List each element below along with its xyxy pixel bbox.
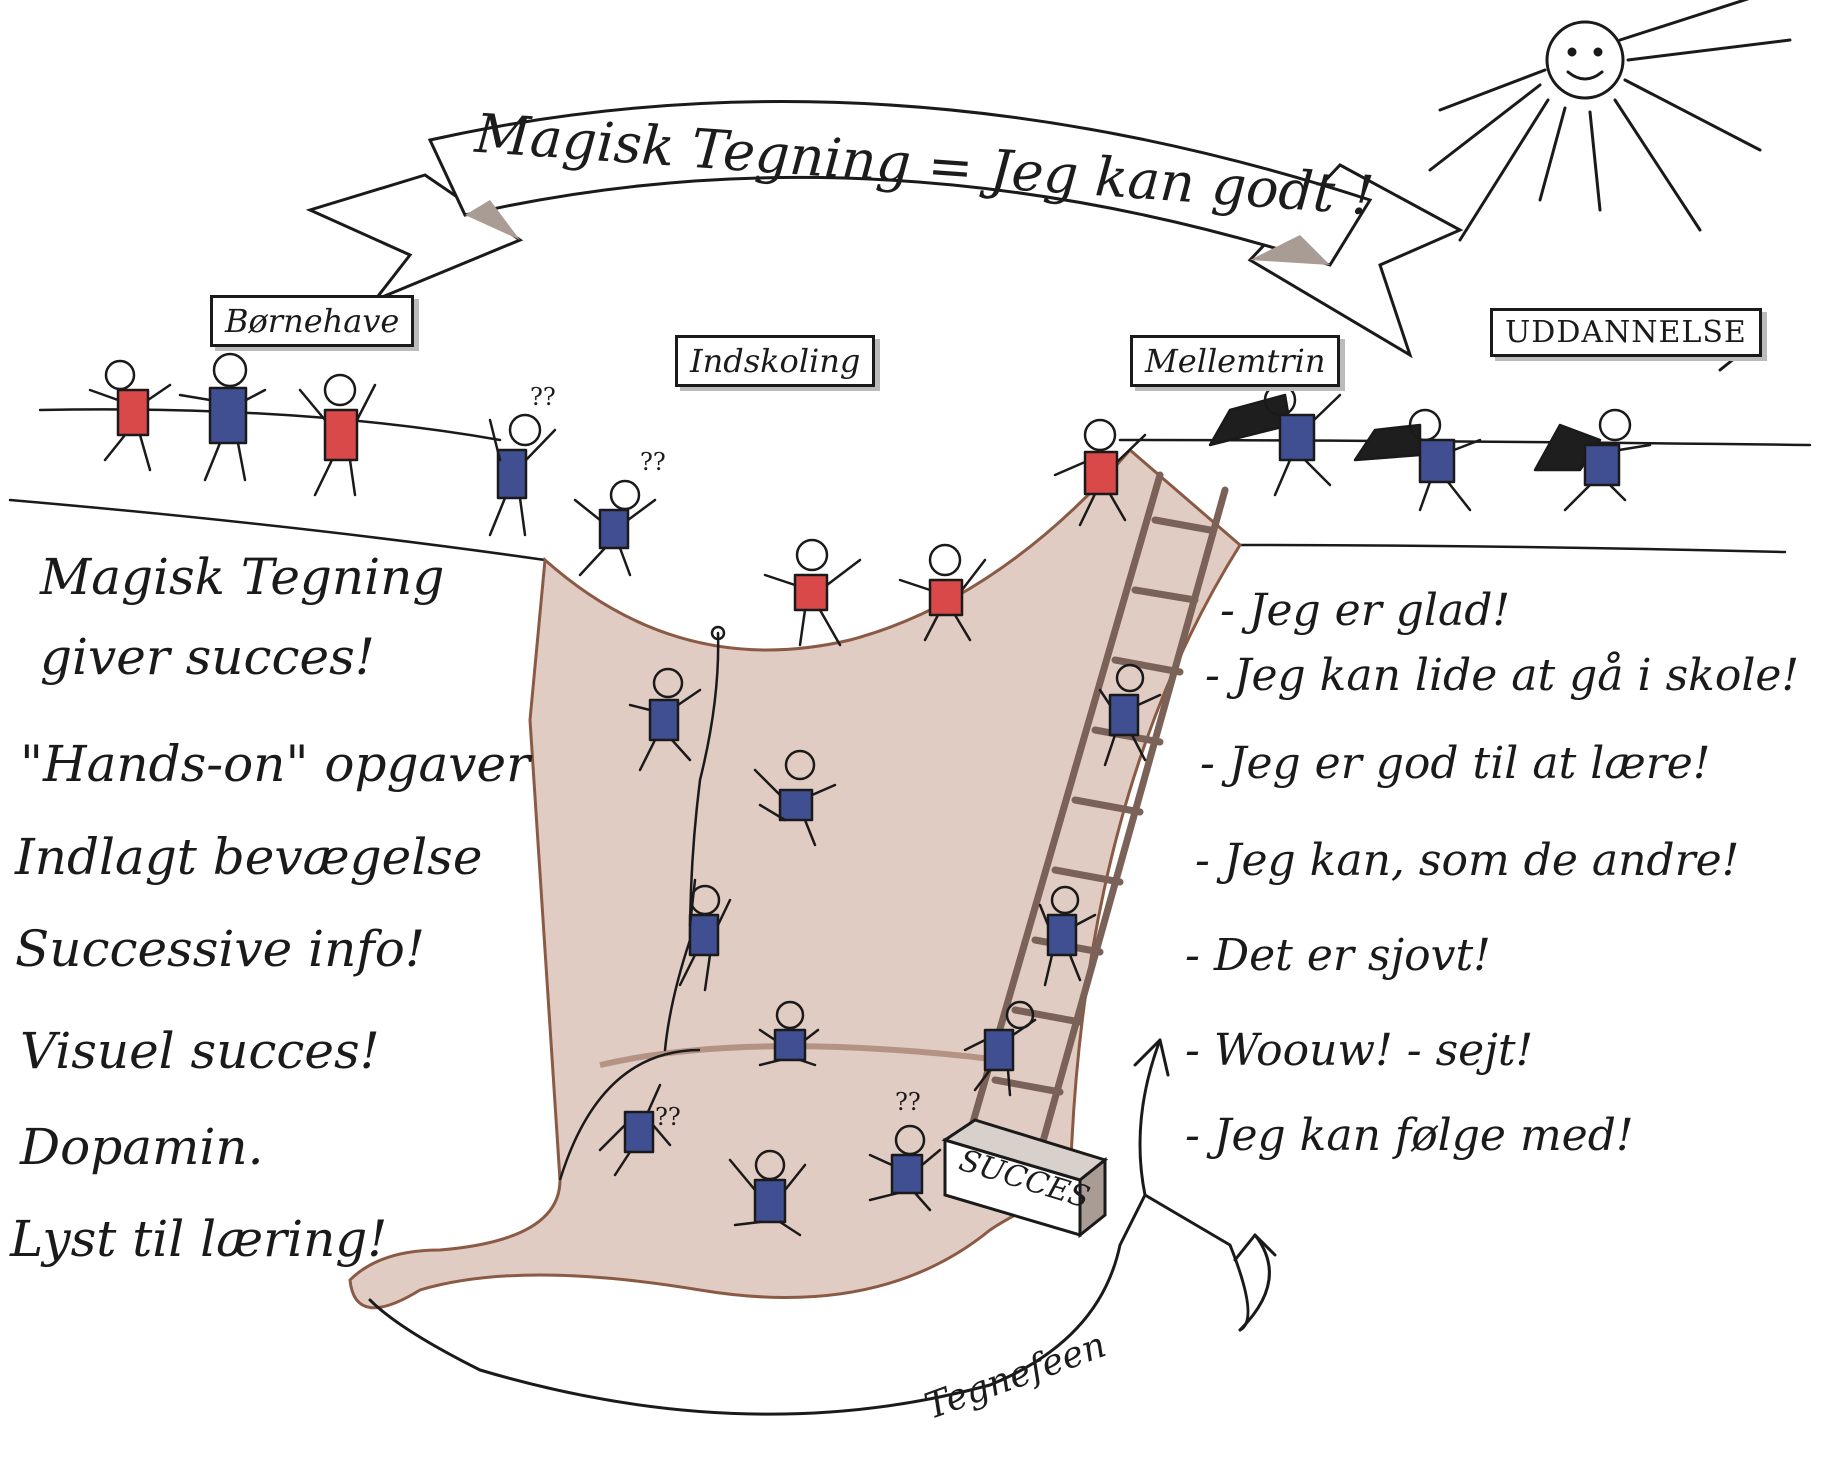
banner-ribbon (305, 100, 1464, 359)
right-item-folge-med: - Jeg kan følge med! (1185, 1110, 1634, 1161)
left-item-successive-info: Successive info! (15, 920, 425, 978)
left-item-hands-on: "Hands-on" opgaver (20, 735, 531, 793)
sign-mellemtrin: Mellemtrin (1130, 335, 1341, 387)
right-item-sejt: - Woouw! - sejt! (1185, 1025, 1534, 1076)
left-heading-line2: giver succes! (40, 628, 375, 686)
ground-line-lower (8, 498, 1787, 562)
signature: Tegnefeen (920, 1325, 1112, 1428)
left-item-bevaegelse: Indlagt bevægelse (15, 828, 483, 886)
succes-block-shape (941, 1118, 1109, 1239)
right-item-skole: - Jeg kan lide at gå i skole! (1205, 650, 1800, 701)
sign-indskoling: Indskoling (675, 335, 876, 387)
right-item-laere: - Jeg er god til at lære! (1200, 738, 1711, 789)
ground-line-upper (38, 408, 1812, 447)
left-heading-line1: Magisk Tegning (40, 548, 445, 606)
left-item-lyst: Lyst til læring! (10, 1210, 388, 1268)
sign-bornehave: Børnehave (210, 295, 415, 347)
stick-figure-icon (598, 663, 1162, 1237)
left-item-visuel-succes: Visuel succes! (20, 1022, 380, 1080)
sun-icon (1428, 0, 1792, 242)
left-item-dopamin: Dopamin. (20, 1118, 264, 1176)
sign-uddannelse: UDDANNELSE (1490, 308, 1762, 357)
question-marks-4: ?? (895, 1088, 921, 1116)
question-marks-2: ?? (640, 448, 666, 476)
right-item-andre: - Jeg kan, som de andre! (1195, 835, 1740, 886)
stick-figure-icon (88, 352, 1652, 647)
question-marks-3: ?? (655, 1103, 681, 1131)
question-marks-1: ?? (530, 383, 556, 411)
rope-icon (663, 625, 726, 1052)
right-item-sjovt: - Det er sjovt! (1185, 930, 1491, 981)
right-item-glad: - Jeg er glad! (1220, 585, 1511, 636)
